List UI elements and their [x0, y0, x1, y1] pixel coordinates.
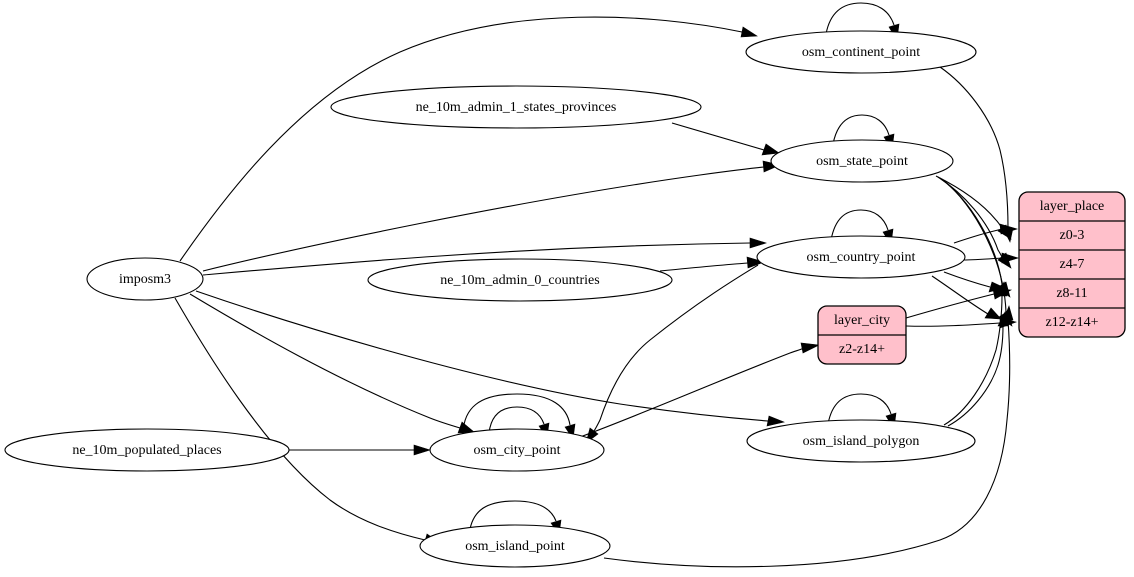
edge-ne-states-to-osm-state-point	[671, 122, 780, 156]
node-osm-island-polygon[interactable]: osm_island_polygon	[746, 419, 976, 463]
edge-imposm3-to-osm-country-point	[202, 237, 768, 276]
node-osm-continent-point-shape[interactable]	[745, 30, 977, 74]
node-osm-island-point-shape[interactable]	[419, 524, 611, 568]
edge-imposm3-to-osm-island-point	[174, 297, 441, 546]
node-ne-places-shape[interactable]	[4, 428, 290, 472]
node-layer: imposm3 ne_10m_admin_1_states_provinces …	[4, 30, 977, 568]
edge-imposm3-to-osm-island-polygon	[195, 290, 785, 427]
node-osm-city-point-shape[interactable]	[429, 428, 605, 472]
edge-osm-country-point-to-layer-place-z12-z14	[931, 275, 1002, 320]
node-ne-10m-admin-0-countries[interactable]: ne_10m_admin_0_countries	[367, 258, 673, 302]
edge-layer-city-to-layer-place-z8-11	[905, 288, 1013, 319]
edge-layer-city-to-layer-place-z12-z14	[905, 317, 1018, 329]
node-imposm3-shape[interactable]	[86, 257, 204, 301]
edge-osm-country-point-to-layer-place-z4-7	[962, 252, 1020, 264]
edge-imposm3-to-osm-city-point	[189, 293, 475, 434]
node-imposm3[interactable]: imposm3	[86, 257, 204, 301]
edge-osm-continent-point-to-layer-place-z0-3	[939, 66, 1014, 243]
node-osm-city-point[interactable]: osm_city_point	[429, 428, 605, 472]
edge-ne-countries-to-osm-country-point	[659, 256, 765, 272]
node-osm-country-point-shape[interactable]	[756, 235, 966, 279]
node-osm-island-polygon-shape[interactable]	[746, 419, 976, 463]
node-ne-countries-shape[interactable]	[367, 258, 673, 302]
table-layer-city[interactable]: layer_city z2-z14+	[817, 305, 907, 365]
node-ne-10m-populated-places[interactable]: ne_10m_populated_places	[4, 428, 290, 472]
node-osm-island-point[interactable]: osm_island_point	[419, 524, 611, 568]
edge-imposm3-to-osm-continent-point	[179, 16, 758, 262]
edge-imposm3-to-osm-state-point	[202, 160, 781, 272]
edge-osm-state-point-to-layer-place-z8-11	[939, 177, 1011, 298]
node-ne-states-shape[interactable]	[330, 85, 702, 129]
edge-osm-island-polygon-to-layer-place-z12-z14	[947, 311, 1009, 427]
node-ne-10m-admin-1-states-provinces[interactable]: ne_10m_admin_1_states_provinces	[330, 85, 702, 129]
edge-osm-city-point-to-layer-city-z2-z14	[579, 342, 821, 438]
edge-ne-places-to-osm-city-point	[289, 444, 432, 456]
node-osm-state-point-shape[interactable]	[770, 139, 954, 183]
node-osm-continent-point[interactable]: osm_continent_point	[745, 30, 977, 74]
edge-osm-country-point-to-layer-place-z0-3	[953, 223, 1019, 244]
table-layer-place[interactable]: layer_place z0-3 z4-7 z8-11 z12-z14+	[1018, 191, 1126, 338]
edge-layer	[174, 2, 1020, 568]
node-osm-state-point[interactable]: osm_state_point	[770, 139, 954, 183]
table-layer-place-body	[1018, 191, 1126, 338]
node-osm-country-point[interactable]: osm_country_point	[756, 235, 966, 279]
